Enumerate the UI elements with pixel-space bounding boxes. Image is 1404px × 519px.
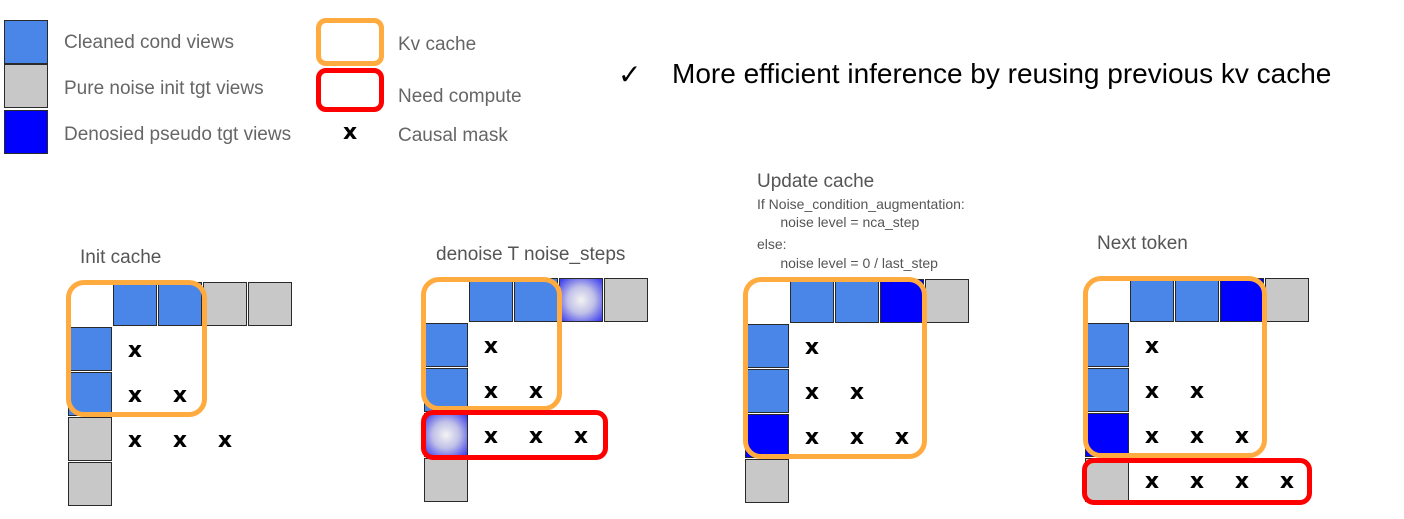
- mask-mark: x: [1234, 469, 1250, 494]
- mask-mark: x: [528, 379, 544, 404]
- mask-mark: x: [483, 379, 499, 404]
- mask-mark: x: [127, 428, 143, 453]
- legend-swatch-kv-cache: [316, 18, 384, 66]
- row-cell-noise: [424, 458, 468, 502]
- panel-init-title: Init cache: [80, 247, 162, 268]
- check-icon: ✓: [618, 59, 642, 90]
- legend-swatch-noise: [4, 64, 48, 108]
- legend-label-cleaned: Cleaned cond views: [64, 32, 235, 53]
- mask-mark: x: [528, 424, 544, 449]
- col-cell-cleaned: [1130, 278, 1174, 322]
- mask-mark: x: [483, 334, 499, 359]
- col-cell-cleaned: [469, 278, 513, 322]
- panel-update-title: Update cache: [757, 171, 875, 192]
- mask-mark: x: [804, 380, 820, 405]
- row-cell-cleaned: [68, 372, 112, 416]
- mask-mark: x: [127, 383, 143, 408]
- mask-mark: x: [1189, 469, 1205, 494]
- legend-swatch-need-compute: [316, 68, 384, 112]
- mask-mark: x: [573, 424, 589, 449]
- col-cell-denoising: [559, 278, 603, 322]
- legend-swatch-denoised: [4, 110, 48, 154]
- row-cell-cleaned: [745, 369, 789, 413]
- mask-mark: x: [1144, 469, 1160, 494]
- mask-mark: x: [849, 380, 865, 405]
- mask-mark: x: [1144, 424, 1160, 449]
- update-note-line4: noise level = 0 / last_step: [757, 255, 938, 271]
- mask-mark: x: [172, 383, 188, 408]
- legend-label-kv-cache: Kv cache: [398, 34, 477, 55]
- row-cell-denoising: [424, 413, 468, 457]
- mask-mark: x: [1144, 379, 1160, 404]
- row-cell-denoised: [745, 414, 789, 458]
- col-cell-cleaned: [835, 279, 879, 323]
- row-cell-noise: [745, 459, 789, 503]
- mask-mark: x: [1144, 334, 1160, 359]
- mask-mark: x: [804, 425, 820, 450]
- mask-mark: x: [483, 424, 499, 449]
- mask-mark: x: [217, 428, 233, 453]
- row-cell-cleaned: [745, 324, 789, 368]
- col-cell-noise: [248, 282, 292, 326]
- row-cell-noise: [68, 462, 112, 506]
- legend-label-denoised: Denosied pseudo tgt views: [64, 124, 292, 145]
- mask-mark: x: [1189, 424, 1205, 449]
- col-cell-noise: [203, 282, 247, 326]
- update-note-line2: noise level = nca_step: [757, 214, 920, 230]
- mask-mark: x: [1279, 469, 1295, 494]
- headline-text: More efficient inference by reusing prev…: [672, 58, 1332, 89]
- row-cell-cleaned: [424, 323, 468, 367]
- legend-swatch-cleaned: [4, 20, 48, 64]
- col-cell-noise: [1265, 278, 1309, 322]
- col-cell-denoised: [880, 279, 924, 323]
- col-cell-cleaned: [113, 282, 157, 326]
- mask-mark: x: [1234, 424, 1250, 449]
- legend-label-need-compute: Need compute: [398, 86, 522, 107]
- mask-mark: x: [849, 425, 865, 450]
- mask-mark: x: [894, 425, 910, 450]
- mask-mark: x: [172, 428, 188, 453]
- mask-mark: x: [127, 338, 143, 363]
- panel-next-title: Next token: [1097, 233, 1188, 254]
- col-cell-cleaned: [1175, 278, 1219, 322]
- update-note-line1: If Noise_condition_augmentation:: [757, 196, 965, 212]
- col-cell-cleaned: [158, 282, 202, 326]
- row-cell-cleaned: [1085, 368, 1129, 412]
- col-cell-cleaned: [514, 278, 558, 322]
- col-cell-noise: [925, 279, 969, 323]
- update-note-line3: else:: [757, 236, 787, 252]
- row-cell-cleaned: [1085, 323, 1129, 367]
- row-cell-noise: [68, 417, 112, 461]
- row-cell-denoised: [1085, 413, 1129, 457]
- legend-label-noise: Pure noise init tgt views: [64, 78, 264, 99]
- row-cell-cleaned: [68, 327, 112, 371]
- col-cell-cleaned: [790, 279, 834, 323]
- row-cell-noise: [1085, 458, 1129, 502]
- row-cell-cleaned: [424, 368, 468, 412]
- mask-mark: x: [804, 335, 820, 360]
- legend-label-causal-mask: Causal mask: [398, 125, 508, 146]
- col-cell-denoised: [1220, 278, 1264, 322]
- panel-denoise-title: denoise T noise_steps: [436, 244, 626, 265]
- legend-causal-mark: x: [343, 120, 358, 145]
- col-cell-noise: [604, 278, 648, 322]
- mask-mark: x: [1189, 379, 1205, 404]
